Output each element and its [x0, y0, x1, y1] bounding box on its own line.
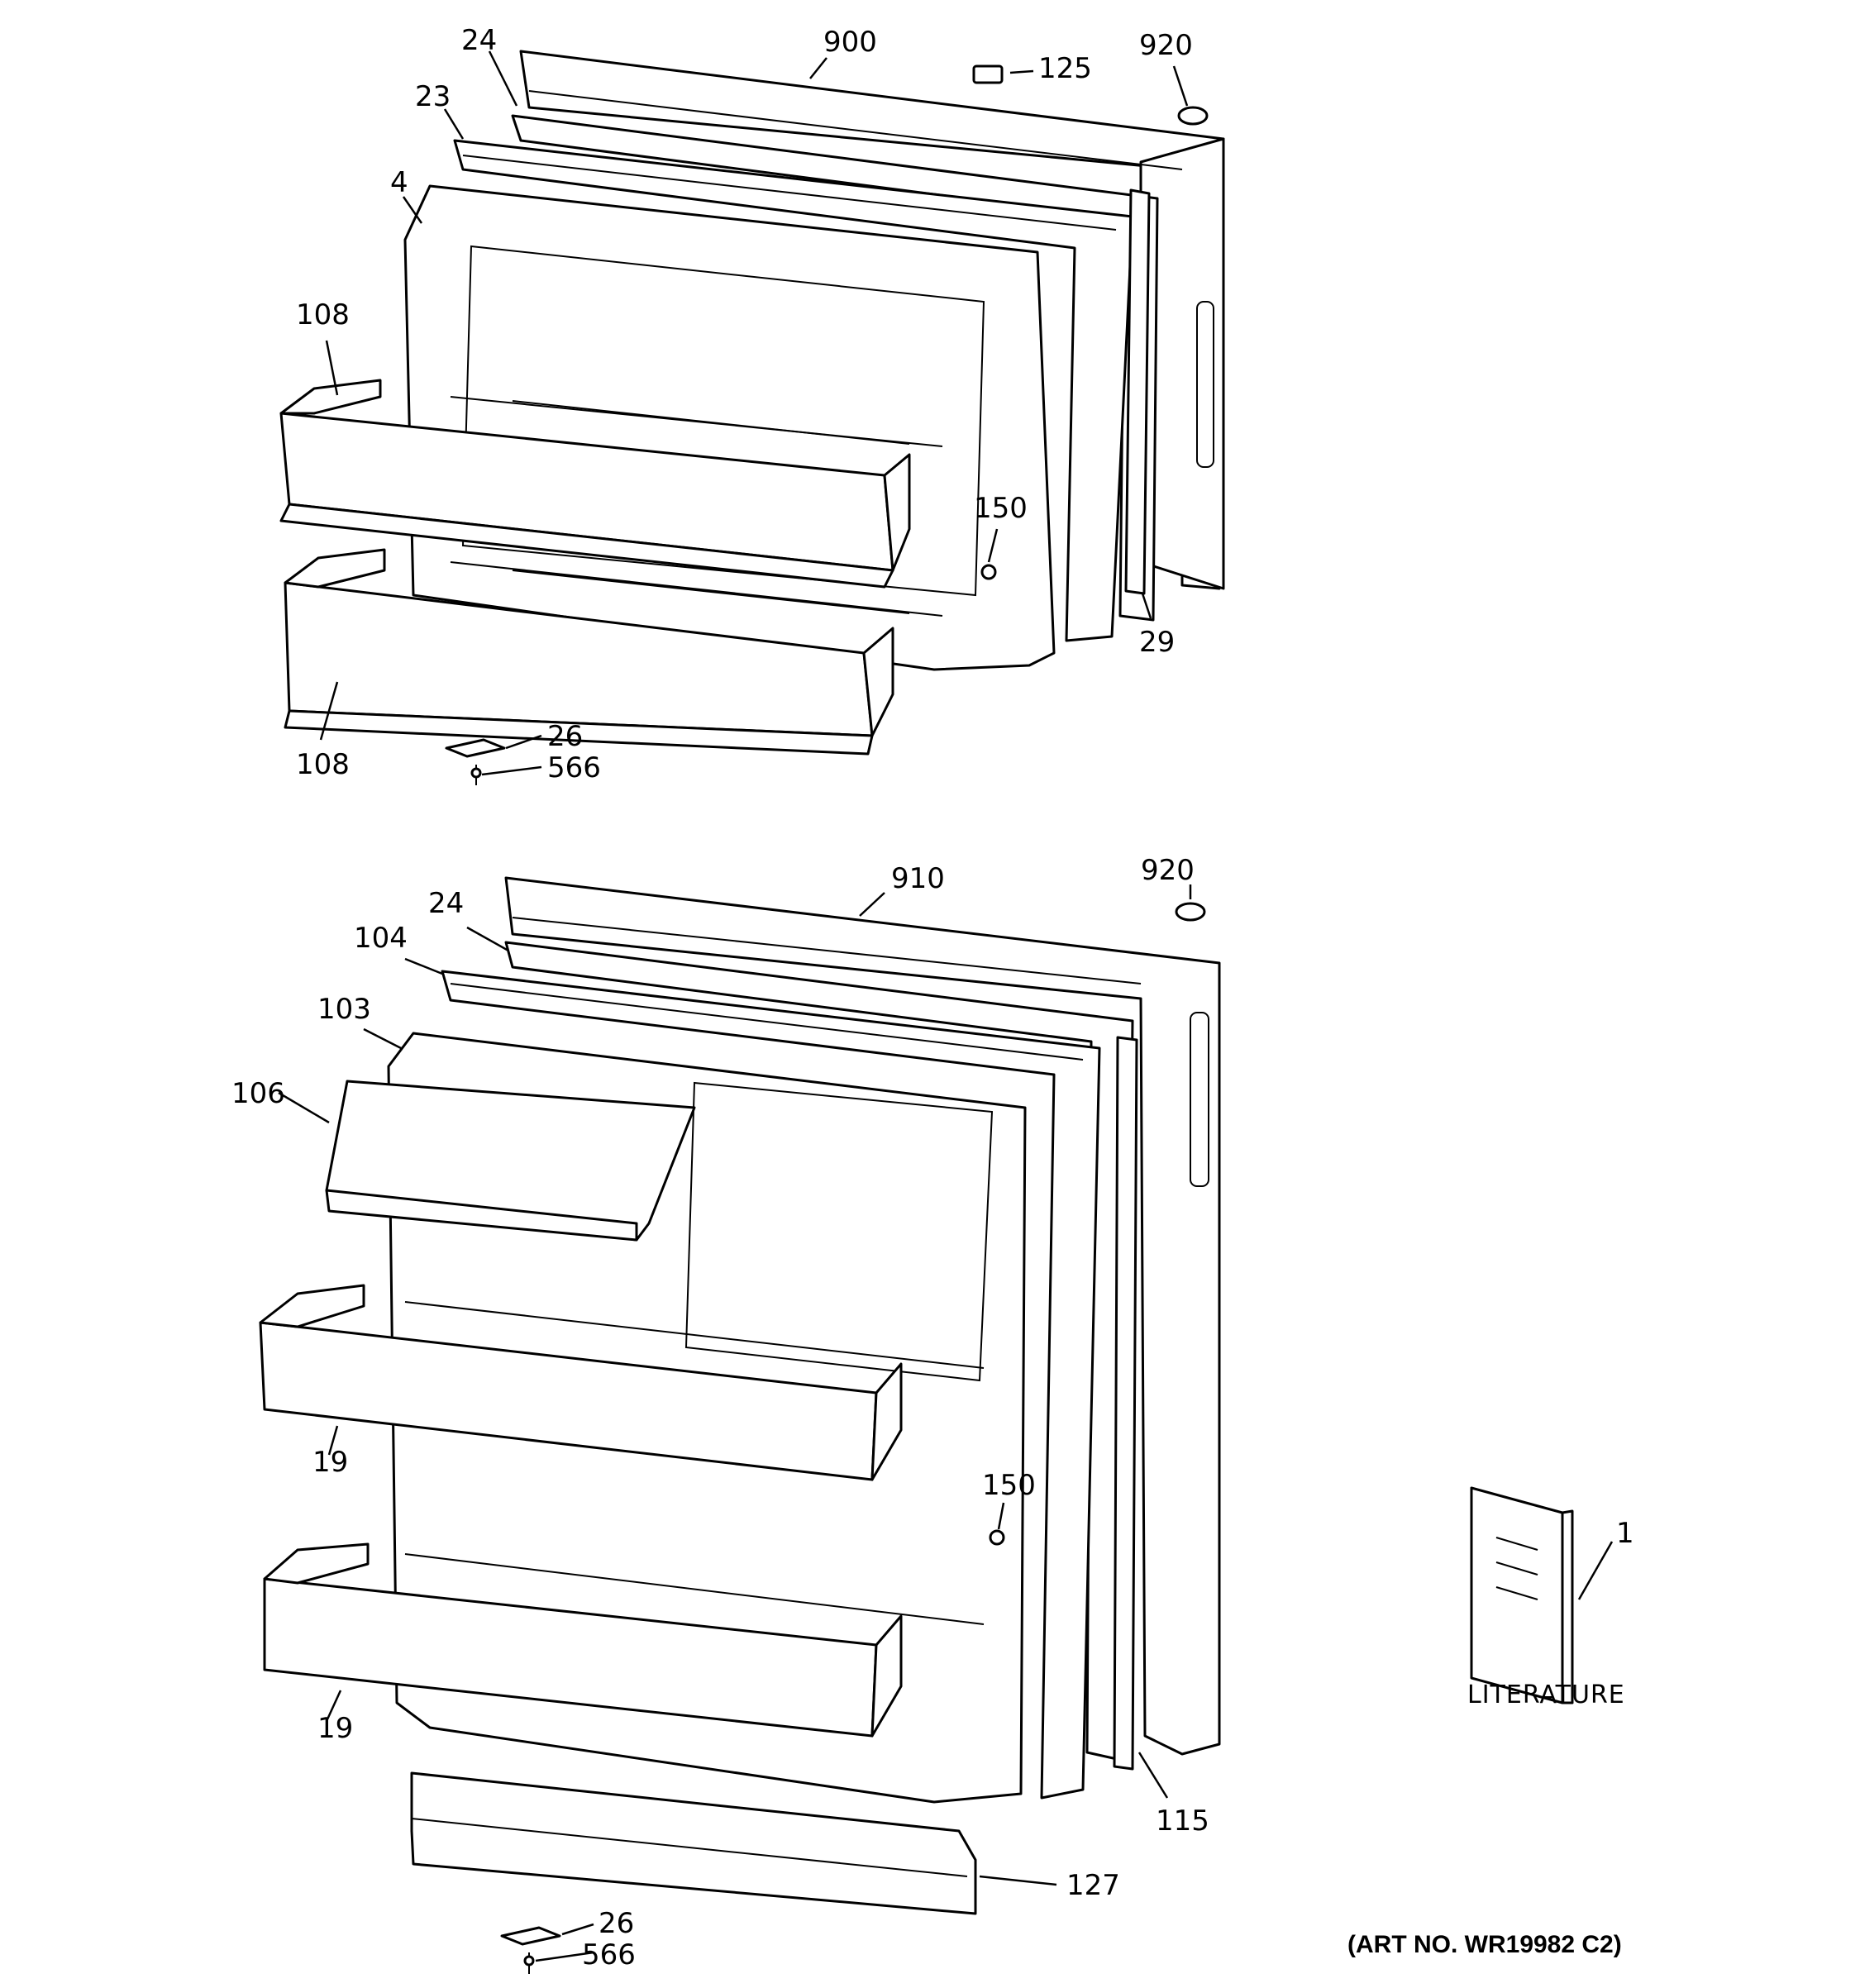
callout-19-upper: 19 — [312, 1446, 348, 1479]
callout-26-lower: 26 — [599, 1907, 634, 1940]
hinge-26-lower — [500, 1926, 561, 1946]
fresh-food-gasket-24 — [504, 941, 1134, 1762]
callout-127: 127 — [1066, 1869, 1120, 1902]
door-stop-150-upper — [980, 564, 997, 580]
screw-566-upper — [470, 765, 482, 785]
callout-566-lower: 566 — [582, 1938, 636, 1971]
freezer-gasket-strip-29 — [1124, 188, 1151, 595]
freezer-door-shelf-108-lower — [284, 548, 894, 756]
freezer-outer-door-900 — [519, 50, 1225, 590]
handle-cover-125 — [972, 64, 1004, 84]
door-stop-150-lower — [989, 1529, 1005, 1546]
art-number: (ART NO. WR19982 C2) — [1347, 1931, 1622, 1958]
callout-150-lower: 150 — [982, 1469, 1036, 1502]
callout-4: 4 — [390, 166, 408, 199]
callout-103: 103 — [317, 993, 371, 1026]
callout-108-lower: 108 — [296, 748, 350, 781]
callout-23: 23 — [415, 80, 451, 113]
screw-566-lower — [523, 1952, 535, 1974]
callout-115: 115 — [1156, 1804, 1209, 1838]
fresh-food-door-assembly — [259, 876, 1221, 1974]
fresh-food-gasket-strip-115 — [1113, 1036, 1138, 1771]
callout-900: 900 — [823, 26, 877, 59]
leader-lines — [278, 50, 1614, 1962]
freezer-inner-liner-4 — [403, 184, 1056, 671]
literature-booklet-1 — [1470, 1486, 1574, 1704]
fresh-food-door-shelf-19-upper — [259, 1284, 903, 1481]
fresh-food-door-shelf-19-lower — [263, 1542, 903, 1738]
callout-150-upper: 150 — [974, 492, 1028, 525]
hinge-26-upper — [445, 738, 506, 758]
fresh-food-outer-door-910 — [504, 876, 1221, 1756]
freezer-gasket-24 — [511, 114, 1159, 622]
callout-104: 104 — [354, 922, 408, 955]
literature-label: LITERATURE — [1467, 1681, 1625, 1709]
callout-910: 910 — [891, 862, 945, 895]
callout-106: 106 — [231, 1077, 285, 1110]
callout-labels: 24 900 125 920 23 4 108 150 29 108 26 56… — [231, 24, 1634, 1971]
callout-24-lower: 24 — [428, 887, 464, 920]
plug-920-upper — [1177, 106, 1209, 126]
callout-125: 125 — [1038, 52, 1092, 85]
fresh-food-frame-104 — [441, 970, 1101, 1800]
bottom-trim-127 — [410, 1771, 977, 1915]
callout-19-lower: 19 — [317, 1712, 353, 1745]
callout-24-upper: 24 — [461, 24, 497, 57]
callout-29: 29 — [1139, 626, 1175, 659]
callout-566-upper: 566 — [547, 751, 601, 784]
callout-26-upper: 26 — [547, 720, 583, 753]
freezer-door-assembly — [279, 50, 1225, 785]
freezer-door-shelf-108-upper — [279, 379, 911, 589]
dairy-door-106 — [325, 1080, 696, 1242]
freezer-liner-ribs — [512, 400, 910, 614]
callout-literature-1: 1 — [1616, 1517, 1634, 1550]
callout-108-upper: 108 — [296, 298, 350, 331]
callout-920-lower: 920 — [1141, 854, 1195, 887]
callout-920-upper: 920 — [1139, 29, 1193, 62]
plug-920-lower — [1175, 902, 1206, 922]
